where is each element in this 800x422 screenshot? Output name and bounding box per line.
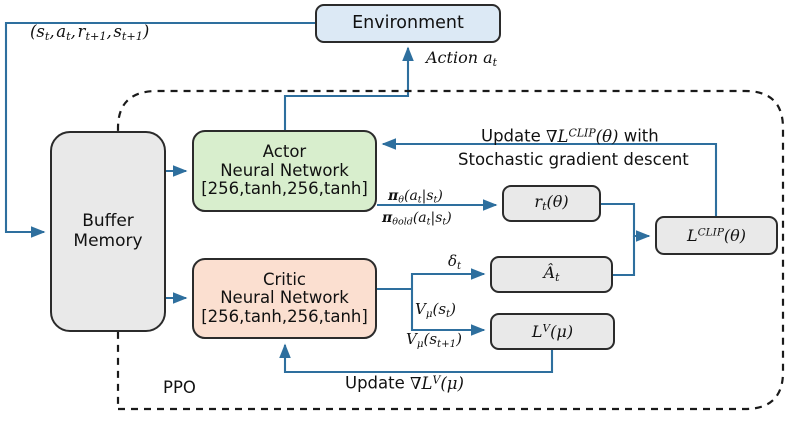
edge-actor-to-environment <box>283 46 414 130</box>
critic-label-architecture: [256,tanh,256,tanh] <box>201 306 368 326</box>
edge-critic-to-advantage <box>410 268 486 289</box>
label-trajectory-tuple: (st, at, rt+1, st+1) <box>30 22 150 44</box>
edge-ratio-to-clip-loss <box>601 202 651 242</box>
label-td-error: δt <box>448 252 462 272</box>
edge-advantage-to-clip-loss <box>613 236 636 277</box>
clip-loss-label: LCLIP(θ) <box>686 225 747 245</box>
actor-label-line2: Neural Network <box>220 160 349 180</box>
node-buffer-memory[interactable]: Buffer Memory <box>50 131 166 332</box>
environment-label: Environment <box>352 12 464 33</box>
edge-value-loss-to-critic <box>279 343 554 374</box>
node-probability-ratio[interactable]: rt(θ) <box>502 185 601 222</box>
actor-label-line1: Actor <box>262 142 307 162</box>
advantage-estimate-label: Ât <box>543 263 560 285</box>
value-loss-label: LV(μ) <box>531 321 574 341</box>
edge-clip-loss-to-actor <box>381 138 718 216</box>
label-value-st1: Vμ(st+1) <box>406 330 463 350</box>
edge-environment-to-buffer <box>4 21 315 238</box>
critic-label-line1: Critic <box>262 269 306 289</box>
node-critic-network[interactable]: Critic Neural Network [256,tanh,256,tanh… <box>192 258 377 339</box>
label-value-st: Vμ(st) <box>415 300 456 320</box>
label-update-clip-line1: Update ∇LCLIP(θ) with <box>481 126 659 146</box>
ppo-boundary <box>116 89 785 411</box>
label-update-clip-line2: Stochastic gradient descent <box>458 150 689 169</box>
node-environment[interactable]: Environment <box>315 4 501 43</box>
node-clip-loss[interactable]: LCLIP(θ) <box>655 216 778 255</box>
probability-ratio-label: rt(θ) <box>534 192 569 214</box>
buffer-label-line1: Buffer <box>82 211 134 232</box>
label-policy-denominator: πθold(at|st) <box>382 210 452 228</box>
label-policy-numerator: πθ(at|st) <box>388 188 443 206</box>
critic-label-line2: Neural Network <box>220 288 349 308</box>
node-actor-network[interactable]: Actor Neural Network [256,tanh,256,tanh] <box>192 130 377 212</box>
actor-label-architecture: [256,tanh,256,tanh] <box>201 179 368 199</box>
node-value-loss[interactable]: LV(μ) <box>490 313 615 350</box>
node-advantage-estimate[interactable]: Ât <box>490 256 613 293</box>
label-update-value-gradient: Update ∇LV(μ) <box>345 373 464 393</box>
edge-critic-to-value-loss <box>410 289 486 336</box>
buffer-label-line2: Memory <box>73 230 143 251</box>
label-action: Action at <box>426 48 497 70</box>
label-ppo-boundary: PPO <box>163 378 196 397</box>
